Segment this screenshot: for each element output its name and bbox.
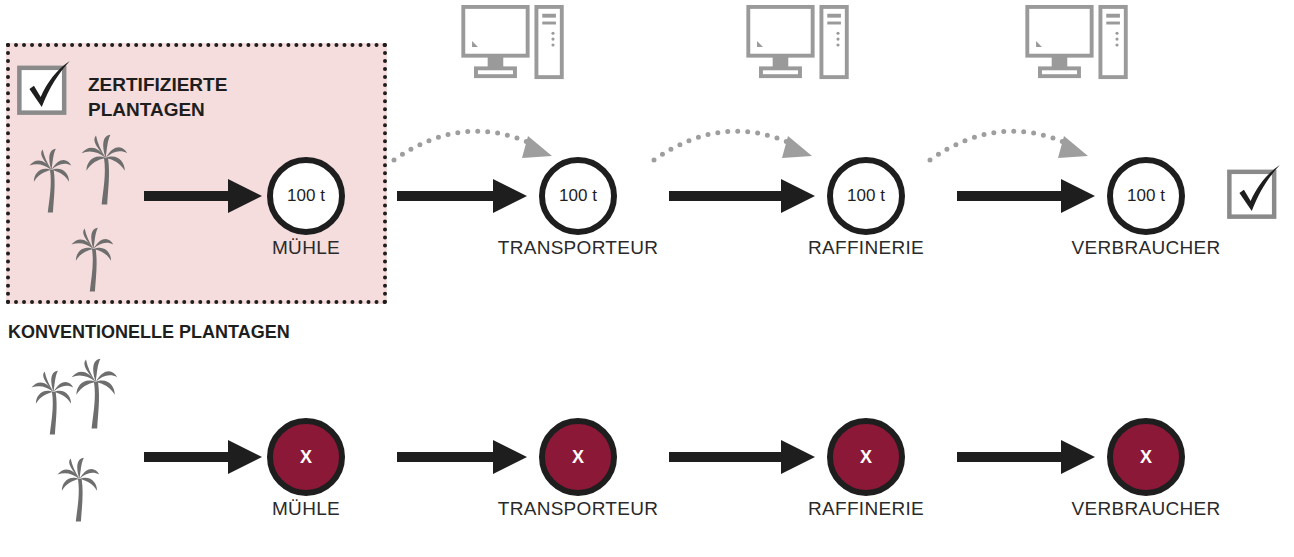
flow-arrow [669, 179, 815, 213]
station-label: MÜHLE [272, 498, 340, 520]
flow-arrow [957, 440, 1095, 474]
conventional-station: XVERBRAUCHER [1107, 418, 1185, 496]
palm-tree [31, 371, 73, 435]
station-label: TRANSPORTEUR [498, 237, 659, 259]
certified-region: ZERTIFIZIERTE PLANTAGEN100 tMÜHLE [6, 43, 387, 304]
certified-station: 100 tVERBRAUCHER [1107, 157, 1185, 235]
computer-icon [463, 7, 561, 77]
check-box [1229, 165, 1279, 217]
station-label: RAFFINERIE [808, 237, 924, 259]
palm-tree [82, 135, 128, 205]
station-label: VERBRAUCHER [1072, 237, 1221, 259]
quantity-value: 100 t [1127, 186, 1165, 206]
cross-mark: X [1140, 447, 1152, 468]
computer-icon [748, 7, 846, 77]
palm-tree [29, 149, 71, 213]
quantity-value: 100 t [847, 186, 885, 206]
computer-icon [1027, 7, 1125, 77]
station-label: RAFFINERIE [808, 498, 924, 520]
flow-arrow [144, 440, 262, 474]
cross-mark: X [860, 447, 872, 468]
palm-tree [72, 359, 118, 429]
flow-arrow [397, 179, 527, 213]
certified-station: 100 tTRANSPORTEUR [539, 157, 617, 235]
check-box [19, 61, 69, 113]
cross-mark: X [572, 447, 584, 468]
arc-arrowhead [522, 136, 1088, 158]
region-heading: ZERTIFIZIERTE PLANTAGEN [88, 72, 258, 122]
certified-station: 100 tRAFFINERIE [827, 157, 905, 235]
flow-arrow [669, 440, 815, 474]
palm-tree [71, 228, 113, 292]
palm-tree [57, 458, 99, 522]
station-label: MÜHLE [272, 237, 340, 259]
certified-station: 100 tMÜHLE [267, 157, 345, 235]
cross-mark: X [300, 447, 312, 468]
quantity-value: 100 t [287, 186, 325, 206]
conventional-station: XMÜHLE [267, 418, 345, 496]
data-flow-arc [394, 131, 1068, 160]
station-label: TRANSPORTEUR [498, 498, 659, 520]
conventional-station: XRAFFINERIE [827, 418, 905, 496]
station-label: VERBRAUCHER [1072, 498, 1221, 520]
group-heading: KONVENTIONELLE PLANTAGEN [8, 322, 290, 343]
flow-arrow [144, 179, 262, 213]
flow-arrow [957, 179, 1095, 213]
flow-arrow [397, 440, 527, 474]
conventional-station: XTRANSPORTEUR [539, 418, 617, 496]
quantity-value: 100 t [559, 186, 597, 206]
